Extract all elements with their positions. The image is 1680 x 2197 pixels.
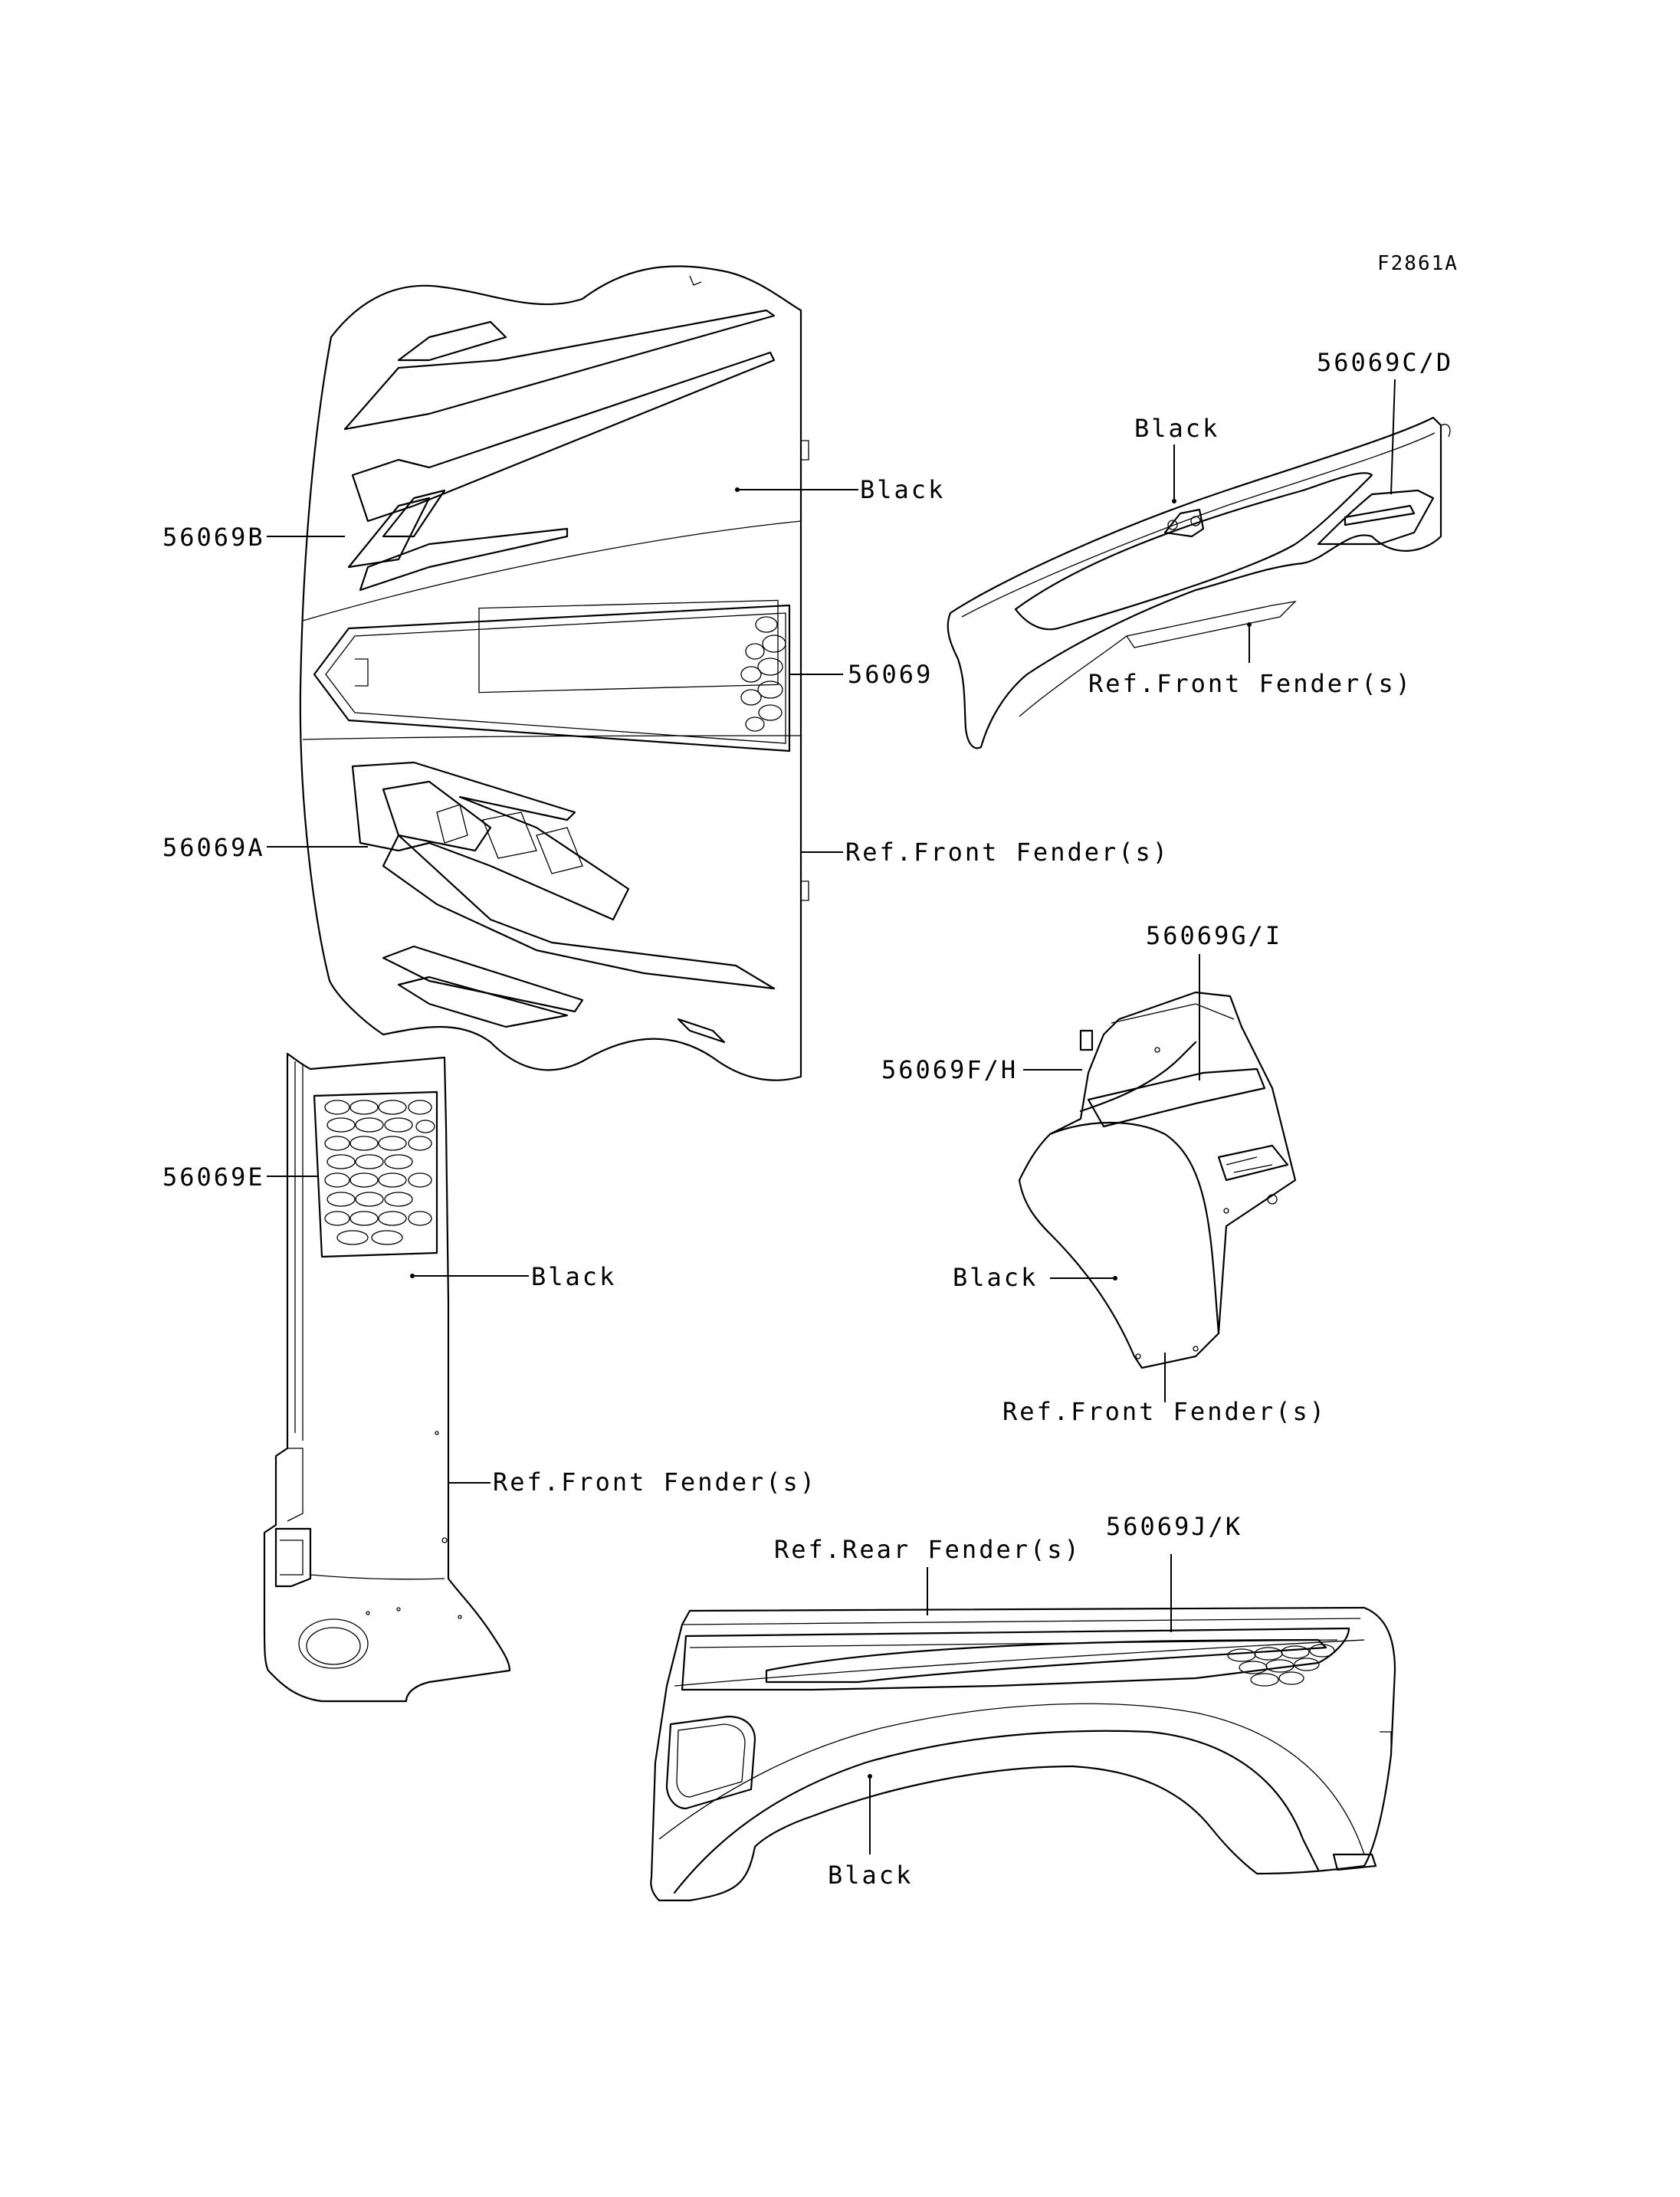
note-black-rear: Black: [828, 1861, 913, 1890]
callout-56069b: 56069B: [162, 523, 265, 552]
note-black-front-right: Black: [1134, 414, 1219, 443]
note-black-left: Black: [531, 1262, 616, 1291]
callout-56069cd: 56069C/D: [1317, 348, 1453, 377]
callout-56069gi: 56069G/I: [1146, 921, 1282, 950]
callout-56069a: 56069A: [162, 833, 265, 862]
note-black-side: Black: [953, 1263, 1038, 1292]
callout-56069: 56069: [848, 660, 933, 689]
left-panel-leaders: [267, 1176, 529, 1484]
callout-56069fh: 56069F/H: [881, 1055, 1018, 1084]
front-fender-right-leaders: [1172, 379, 1396, 663]
side-fender-leaders: [1023, 954, 1200, 1402]
callout-56069e: 56069E: [162, 1162, 265, 1192]
callout-56069jk: 56069J/K: [1106, 1512, 1242, 1541]
rear-fender-leaders: [868, 1554, 1172, 1854]
note-ref-front-fender-hood: Ref.Front Fender(s): [845, 838, 1170, 867]
note-black-hood: Black: [860, 475, 945, 504]
note-ref-rear-fender: Ref.Rear Fender(s): [774, 1535, 1081, 1564]
figure-code: F2861A: [1377, 252, 1459, 275]
left-panel-drawing: [263, 1052, 511, 1703]
note-ref-front-fender-left: Ref.Front Fender(s): [493, 1467, 817, 1497]
rear-fender-drawing: [650, 1606, 1396, 1902]
side-fender-drawing: [1018, 991, 1297, 1369]
front-fender-right-drawing: [947, 416, 1451, 749]
hood-leaders: [267, 487, 858, 853]
note-ref-front-fender-side: Ref.Front Fender(s): [1002, 1397, 1327, 1426]
hood-drawing: [299, 265, 809, 1081]
note-ref-front-fender-right: Ref.Front Fender(s): [1088, 669, 1413, 698]
